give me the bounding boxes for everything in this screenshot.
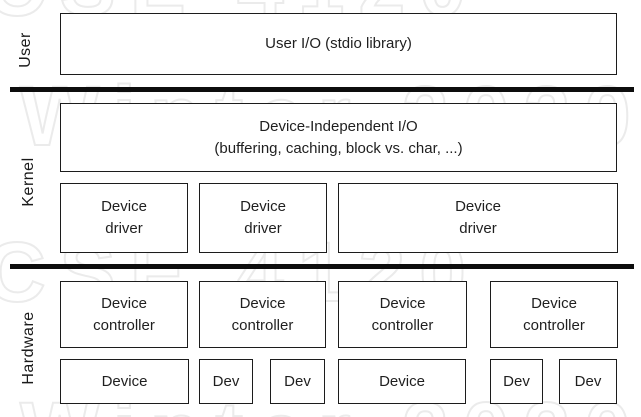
- box-device-2-label: Device: [379, 372, 425, 390]
- layer-label-user: User: [17, 32, 34, 68]
- layer-label-kernel: Kernel: [20, 157, 37, 207]
- box-device-controller-2-line2: controller: [231, 316, 294, 334]
- box-dev-2: Dev: [270, 359, 325, 404]
- box-device-controller-1: Device controller: [60, 281, 188, 348]
- box-device-controller-4-line2: controller: [523, 316, 585, 334]
- box-device-controller-3-line2: controller: [371, 316, 434, 334]
- box-device-driver-3: Device driver: [338, 183, 618, 253]
- box-user-io-label: User I/O (stdio library): [265, 35, 412, 52]
- box-dev-1-label: Dev: [212, 372, 240, 390]
- box-dev-2-label: Dev: [284, 372, 311, 390]
- layer-label-hardware: Hardware: [20, 311, 37, 385]
- box-device-driver-3-line1: Device: [455, 198, 501, 215]
- box-device-controller-2-line1: Device: [239, 294, 286, 312]
- separator-user-kernel: [10, 87, 634, 92]
- box-device-driver-1: Device driver: [60, 183, 188, 253]
- box-device-controller-1-line2: controller: [93, 316, 155, 334]
- box-device-driver-1-line1: Device: [101, 198, 147, 215]
- separator-kernel-hardware: [10, 264, 634, 269]
- box-device-driver-2-line1: Device: [240, 198, 286, 215]
- box-device-driver-2-line2: driver: [244, 220, 282, 237]
- box-device-controller-3: Device controller: [338, 281, 467, 348]
- box-dev-4-label: Dev: [574, 372, 602, 390]
- box-device-controller-3-line1: Device: [379, 294, 426, 312]
- box-device-controller-1-line1: Device: [101, 294, 147, 312]
- box-device-2: Device: [338, 359, 466, 404]
- box-device-driver-2: Device driver: [199, 183, 327, 253]
- box-device-independent-io: Device-Independent I/O (buffering, cachi…: [60, 103, 617, 172]
- box-device-driver-3-line2: driver: [459, 220, 497, 237]
- box-device-driver-1-line2: driver: [105, 220, 143, 237]
- box-device-independent-io-line2: (buffering, caching, block vs. char, ...…: [214, 139, 463, 157]
- box-device-controller-2: Device controller: [199, 281, 326, 348]
- box-device-1: Device: [60, 359, 189, 404]
- box-device-controller-4-line1: Device: [531, 294, 577, 312]
- box-device-independent-io-line1: Device-Independent I/O: [259, 117, 418, 135]
- box-dev-1: Dev: [199, 359, 253, 404]
- box-dev-3: Dev: [490, 359, 543, 404]
- box-device-1-label: Device: [101, 372, 148, 390]
- box-dev-3-label: Dev: [503, 372, 530, 390]
- box-dev-4: Dev: [559, 359, 617, 404]
- box-device-controller-4: Device controller: [490, 281, 618, 348]
- box-user-io: User I/O (stdio library): [60, 13, 617, 75]
